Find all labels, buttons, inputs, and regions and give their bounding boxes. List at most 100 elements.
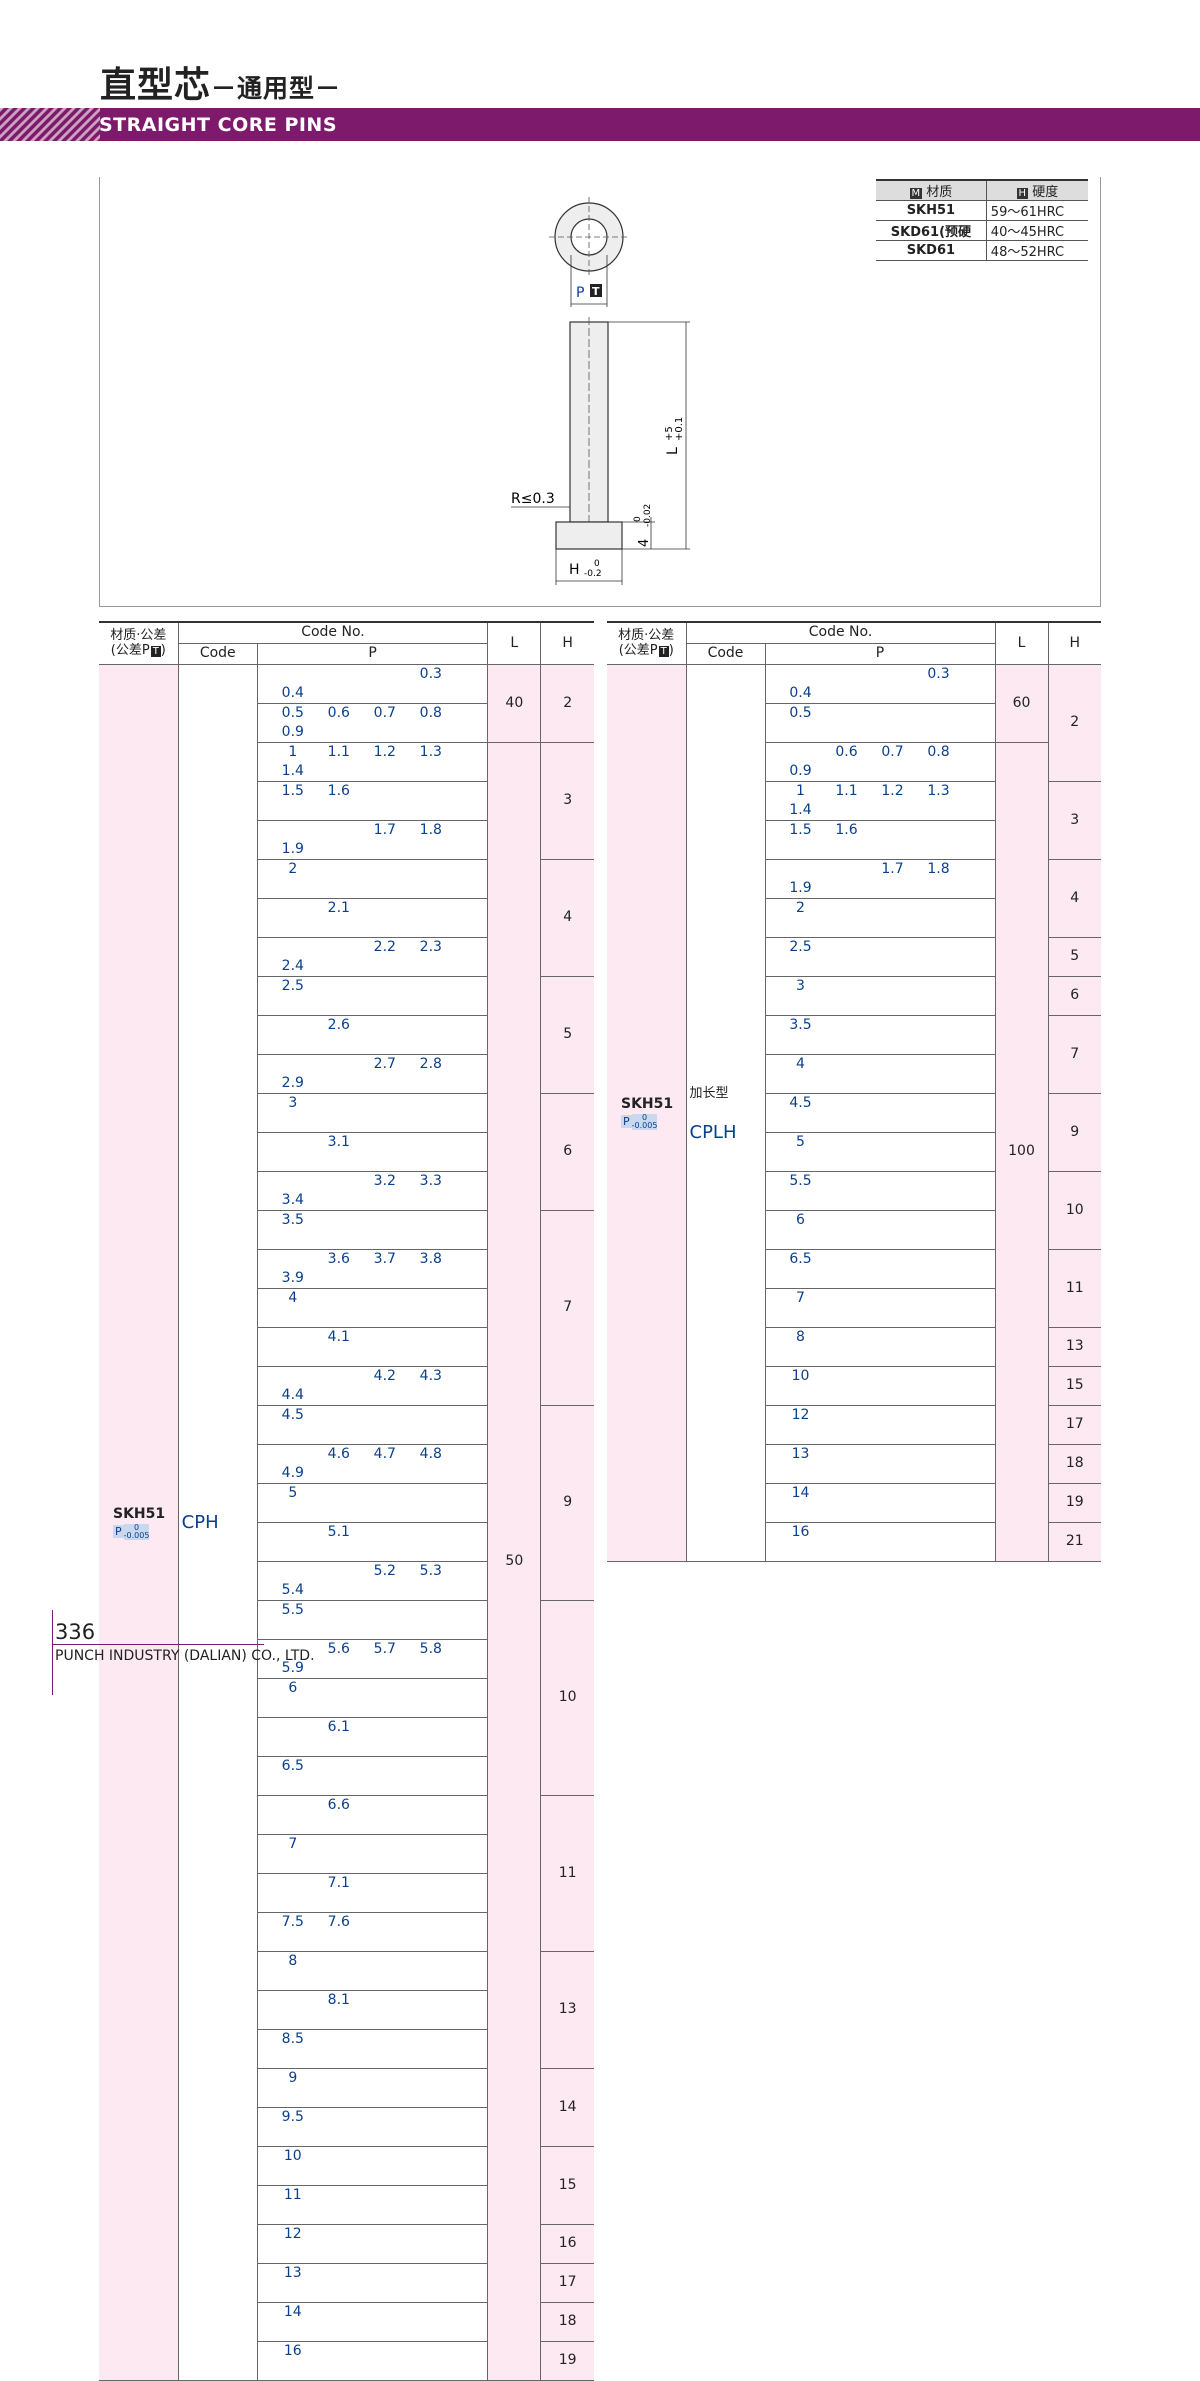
p-value: 2.8	[419, 1055, 442, 1072]
p-value: 6.5	[281, 1757, 304, 1774]
p-value: 1.6	[327, 782, 350, 799]
p-value: 1.9	[281, 840, 304, 857]
table-row: 6	[607, 1210, 1101, 1250]
material-name: SKH51	[876, 200, 987, 221]
p-values: 14	[765, 1483, 996, 1523]
h-header: H	[540, 622, 594, 665]
p-values: 2.6	[257, 1015, 488, 1055]
p-value: 7.5	[281, 1913, 304, 1930]
p-values: 6.5	[257, 1756, 488, 1796]
table-row: 7	[607, 1288, 1101, 1328]
p-values: 5	[765, 1132, 996, 1172]
h-value: 6	[1047, 976, 1102, 1016]
p-values: 6.6	[257, 1795, 488, 1835]
p-value: 9	[288, 2069, 298, 2086]
hardness-value: 40～45HRC	[990, 225, 1065, 240]
h-value: 19	[1047, 1483, 1102, 1523]
p-value: 3.6	[327, 1250, 350, 1267]
p-values: 6.5	[765, 1249, 996, 1289]
table-row: 12 17	[607, 1405, 1102, 1445]
p-value: 5.8	[419, 1640, 442, 1657]
l-header: L	[994, 622, 1049, 665]
label-p: P	[576, 285, 584, 301]
h-value: 18	[540, 2302, 594, 2342]
table-row: 4.1	[99, 1327, 594, 1367]
h-value: 4	[1047, 859, 1102, 938]
p-value: 4.4	[281, 1386, 304, 1403]
p-value: 3	[796, 977, 805, 994]
p-value: 1.7	[881, 860, 904, 877]
table-row: 4	[99, 1288, 594, 1328]
p-values: 0.5	[765, 703, 996, 743]
p-values: 5.1	[257, 1522, 488, 1562]
p-values: 7.1	[257, 1873, 488, 1913]
code-header: Code	[686, 643, 766, 665]
p-value: 1.5	[789, 821, 812, 838]
p-value: 10	[791, 1367, 810, 1384]
p-value: 5.7	[373, 1640, 396, 1657]
p-values: 6.1	[257, 1717, 488, 1757]
h-value: 7	[540, 1210, 594, 1406]
p-value: 13	[283, 2264, 302, 2281]
p-value: 1.4	[281, 762, 304, 779]
p-values: 5	[257, 1483, 488, 1523]
p-value: 1.7	[373, 821, 396, 838]
label-l-tol-minus: +0.1	[674, 417, 685, 441]
p-value: 1.3	[927, 782, 950, 799]
p-values: 4.5	[257, 1405, 488, 1445]
p-value: 4.3	[419, 1367, 442, 1384]
p-values: 5.5	[765, 1171, 996, 1211]
p-value: 3.2	[373, 1172, 396, 1189]
p-values: 2.5	[765, 937, 996, 977]
p-value: 5	[288, 1484, 298, 1501]
material-header: M 材质	[876, 180, 987, 201]
h-value: 17	[1047, 1405, 1102, 1445]
p-values: 2	[765, 898, 996, 938]
p-values: 9.5	[257, 2107, 488, 2147]
h-value: 16	[540, 2224, 594, 2264]
p-value: 12	[791, 1406, 810, 1423]
p-value: 1.1	[327, 743, 350, 760]
p-value: 3.9	[281, 1269, 304, 1286]
p-values: 4.1	[257, 1327, 488, 1367]
label-l: L	[665, 447, 681, 455]
p-values: 3.5	[257, 1210, 488, 1250]
p-value: 0.9	[281, 723, 304, 740]
english-title: STRAIGHT CORE PINS	[99, 114, 338, 136]
p-values: 10	[765, 1366, 996, 1406]
material-name: SKD61(预硬	[876, 220, 987, 241]
p-value: 5.4	[281, 1581, 304, 1598]
label-t-icon: T	[592, 285, 600, 298]
material-name: SKH51	[113, 1505, 166, 1522]
code-header: Code	[178, 643, 258, 665]
p-value: 5.1	[327, 1523, 350, 1540]
p-value: 0.3	[419, 665, 442, 682]
footer-vline	[52, 1610, 53, 1695]
p-value: 1.2	[373, 743, 396, 760]
p-value: 6.5	[789, 1250, 812, 1267]
hardness-header: H 硬度	[1016, 185, 1059, 200]
